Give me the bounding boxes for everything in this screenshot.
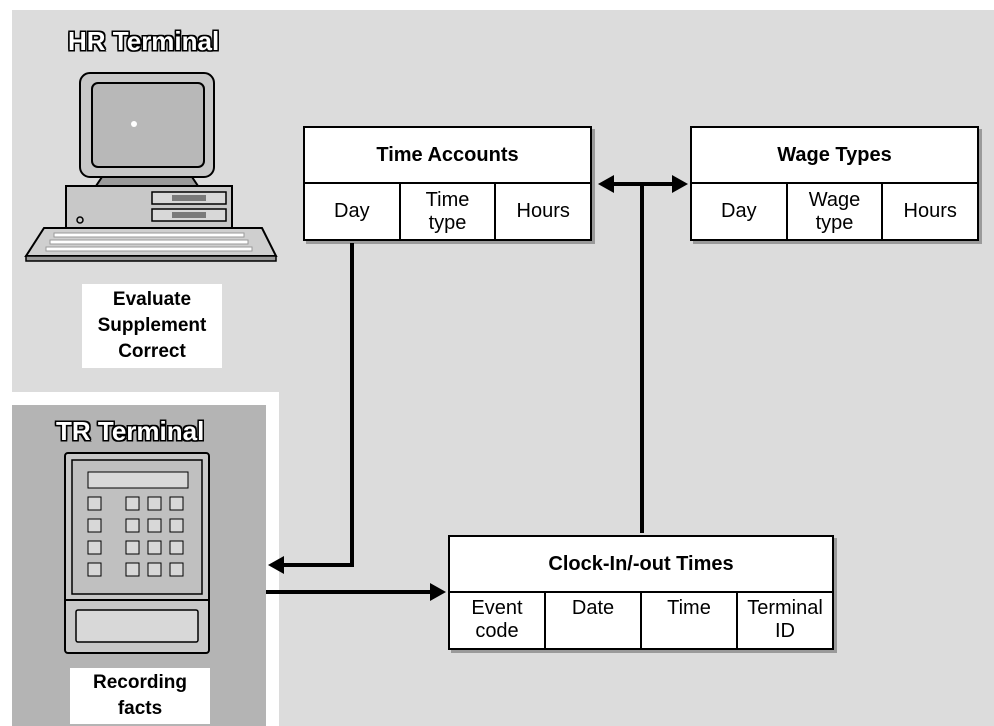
clock-times-col-terminal-id: Terminal ID [747,597,823,642]
computer-icon [24,72,278,262]
time-accounts-table: Time Accounts Day Time type Hours [303,126,592,241]
time-recording-terminal-icon [64,452,210,654]
time-accounts-col-time-type: Time type [401,184,497,239]
wage-types-col-hours: Hours [903,200,957,222]
clock-times-title: Clock-In/-out Times [450,537,832,593]
hr-task-list: Evaluate Supplement Correct [82,284,222,368]
panel-divider [0,392,279,406]
tr-terminal-title: TR Terminal [56,416,205,446]
task-evaluate: Evaluate [112,289,192,310]
wage-types-col-wage-type: Wage type [788,184,884,239]
clock-times-col-date: Date [546,593,642,648]
task-supplement: Supplement [97,315,207,336]
hr-terminal-title: HR Terminal [68,26,220,56]
wage-types-col-day: Day [692,184,788,239]
clock-times-col-time: Time [642,593,738,648]
arrow-time-accounts-to-tr-terminal [278,243,354,567]
task-facts: facts [117,698,163,719]
task-correct: Correct [118,341,186,362]
panel-divider-vertical [266,392,279,726]
tr-task-list: Recording facts [70,668,210,724]
time-accounts-col-day: Day [305,184,401,239]
task-recording: Recording [93,672,187,693]
time-accounts-title: Time Accounts [305,128,590,184]
time-accounts-col-hours: Hours [516,200,570,222]
clock-times-table: Clock-In/-out Times Event code Date Time… [448,535,834,650]
clock-times-col-event-code: Event code [450,593,546,648]
wage-types-title: Wage Types [692,128,977,184]
wage-types-table: Wage Types Day Wage type Hours [690,126,979,241]
